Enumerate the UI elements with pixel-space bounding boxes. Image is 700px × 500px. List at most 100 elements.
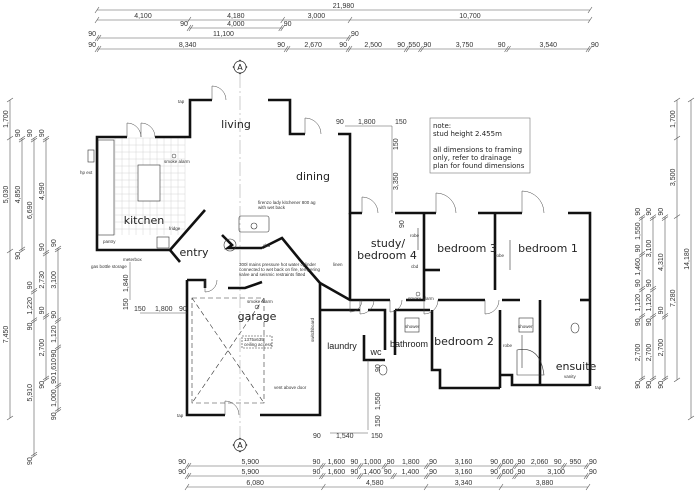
dim-value: 4,100 <box>134 13 152 20</box>
dim-tick <box>638 216 646 221</box>
door-swing <box>484 299 500 315</box>
dim-tick <box>687 415 695 421</box>
dim-tick <box>18 248 26 254</box>
dim-value: 90 <box>423 42 431 49</box>
dim-tick <box>42 137 50 143</box>
dim-value: 1,400 <box>402 469 420 476</box>
dim-value: 1,120 <box>646 294 653 312</box>
room-study-line1: study/ <box>371 237 406 250</box>
dim-tick <box>420 45 425 53</box>
dim-chain-top: 21,980 <box>94 3 593 14</box>
door-swing <box>389 299 403 313</box>
dim-tick <box>638 251 646 256</box>
dim-local: 150 <box>123 298 130 310</box>
dim-tick <box>18 246 26 252</box>
dim-value: 1,610 <box>51 358 58 376</box>
hot-water-label-1: 300l mains pressure hot water cylinder <box>239 262 317 267</box>
dim-tick <box>30 319 38 324</box>
dim-tick <box>560 462 565 470</box>
dim-value: 90 <box>646 208 653 216</box>
dim-local: 1,800 <box>155 306 173 313</box>
dim-tick <box>42 313 50 318</box>
dim-value: 90 <box>39 306 46 314</box>
dim-tick <box>6 135 14 141</box>
note-box: note: stud height 2.455m all dimensions … <box>429 117 531 174</box>
dim-value: 90 <box>490 459 498 466</box>
dim-tick <box>30 137 38 143</box>
dim-local: 90 <box>336 119 344 126</box>
fireplace-flue-icon <box>250 222 258 230</box>
ceiling-access-label-1: 1375x635 <box>244 337 264 342</box>
spa-bath-icon <box>516 348 545 376</box>
dim-value: 4,180 <box>227 13 245 20</box>
room-garage: garage <box>238 310 277 323</box>
dim-value: 10,700 <box>459 13 481 20</box>
dim-value: 3,160 <box>455 469 473 476</box>
dim-tick <box>319 472 324 480</box>
dim-tick <box>381 462 386 470</box>
dim-tick <box>280 16 285 24</box>
dim-value: 90 <box>589 459 597 466</box>
robe-label: robe <box>410 233 420 238</box>
dim-value: 5,910 <box>27 384 34 402</box>
dim-tick <box>661 377 669 383</box>
dim-tick <box>585 462 591 470</box>
dim-tick <box>30 453 38 459</box>
dim-tick <box>347 45 353 53</box>
dim-tick <box>649 315 657 320</box>
room-laundry: laundry <box>327 341 357 351</box>
firenzo-label-2: with wet back <box>258 205 286 210</box>
dim-value: 1,600 <box>328 469 346 476</box>
dim-value: 3,750 <box>456 42 474 49</box>
shower-label: shower <box>405 324 420 329</box>
dim-value: 1,400 <box>363 469 381 476</box>
room-dining: dining <box>296 170 330 183</box>
dim-tick <box>562 462 567 470</box>
dim-tick <box>649 375 657 381</box>
car-space-cross <box>191 297 265 404</box>
dim-value: 90 <box>39 243 46 251</box>
dim-value: 90 <box>51 239 58 247</box>
dim-tick <box>661 216 669 221</box>
linen-label: linen <box>333 262 343 267</box>
dim-value: 90 <box>351 31 359 38</box>
dim-value: 90 <box>178 459 186 466</box>
dim-tick <box>496 462 502 470</box>
dim-value: 2,730 <box>39 271 46 289</box>
dim-value: 90 <box>397 42 405 49</box>
dim-local: 150 <box>134 306 146 313</box>
car-space-cross <box>191 297 265 404</box>
dim-value: 90 <box>27 457 34 465</box>
dim-tick <box>498 472 504 480</box>
door-swing <box>204 279 218 293</box>
dim-tick <box>186 472 192 480</box>
dim-value: 90 <box>39 381 46 389</box>
dim-tick <box>280 24 285 32</box>
dim-tick <box>6 97 14 103</box>
dim-local: 90 <box>375 364 382 372</box>
room-wc: wc <box>370 347 382 357</box>
dim-value: 90 <box>27 129 34 137</box>
door-swing <box>361 196 379 214</box>
dim-tick <box>512 462 517 470</box>
dim-local: 150 <box>393 138 400 150</box>
toilet-icon <box>570 322 580 334</box>
dim-tick <box>357 462 362 470</box>
fireplace-icon <box>238 215 270 233</box>
dim-tick <box>638 253 646 258</box>
dim-tick <box>425 462 431 470</box>
vanity-label: vanity <box>564 374 577 379</box>
hp-ext-label: hp ext <box>80 170 93 175</box>
dim-value: 3,160 <box>455 459 473 466</box>
dim-tick <box>405 45 411 53</box>
dim-value: 90 <box>658 381 665 389</box>
fridge-label: fridge <box>169 226 181 231</box>
dim-value: 950 <box>570 459 582 466</box>
dim-value: 7,280 <box>670 289 677 307</box>
dim-tick <box>30 451 38 457</box>
